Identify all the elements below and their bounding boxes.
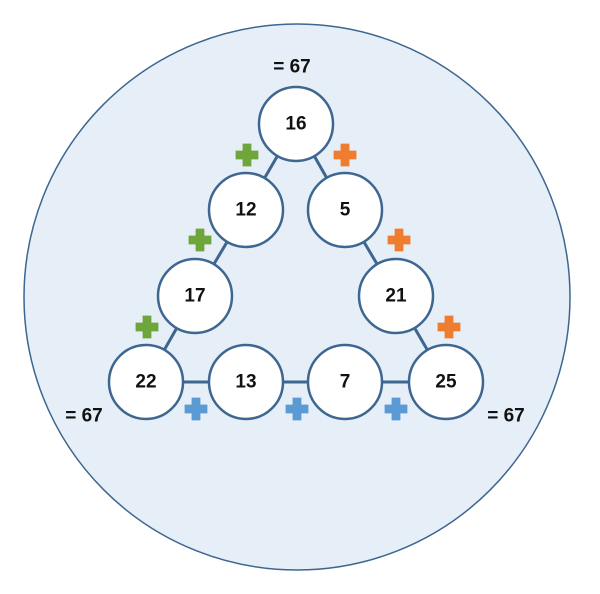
node-value: 16 — [285, 114, 306, 135]
node-value: 13 — [235, 372, 256, 393]
node-bottom-left: 22 — [107, 343, 185, 421]
node-circle — [156, 257, 234, 335]
node-value: 12 — [235, 200, 256, 221]
node-value: 7 — [340, 372, 351, 393]
side-sums: = 67 = 67 = 67 — [65, 57, 525, 427]
node-circle — [407, 343, 485, 421]
plus-icon — [333, 143, 357, 167]
node-bottom-right: 25 — [407, 343, 485, 421]
sum-label-top: = 67 — [273, 57, 311, 78]
background-disc — [23, 23, 571, 571]
node-circle — [257, 85, 335, 163]
node-circle — [306, 343, 384, 421]
node-value: 22 — [135, 372, 156, 393]
node-left-1: 12 — [207, 171, 285, 249]
node-value: 5 — [340, 200, 351, 221]
node-circle — [357, 257, 435, 335]
plus-signs — [135, 143, 461, 421]
node-left-2: 17 — [156, 257, 234, 335]
node-circle — [207, 171, 285, 249]
plus-icon — [384, 397, 408, 421]
node-right-2: 21 — [357, 257, 435, 335]
plus-icon — [235, 143, 259, 167]
node-value: 21 — [385, 286, 407, 307]
node-circle — [207, 343, 285, 421]
node-bottom-2: 7 — [306, 343, 384, 421]
node-bottom-1: 13 — [207, 343, 285, 421]
plus-icon — [188, 228, 212, 252]
node-circle — [306, 171, 384, 249]
node-value: 17 — [184, 286, 205, 307]
node-circle — [107, 343, 185, 421]
sum-label-bottom-right: = 67 — [487, 406, 525, 427]
plus-icon — [387, 228, 411, 252]
number-nodes: 16 12 17 22 13 7 5 21 — [107, 85, 485, 421]
node-right-1: 5 — [306, 171, 384, 249]
node-top: 16 — [257, 85, 335, 163]
plus-icon — [437, 315, 461, 339]
plus-icon — [184, 397, 208, 421]
plus-icon — [135, 315, 159, 339]
node-value: 25 — [435, 372, 457, 393]
plus-icon — [285, 397, 309, 421]
sum-label-bottom-left: = 67 — [65, 406, 103, 427]
